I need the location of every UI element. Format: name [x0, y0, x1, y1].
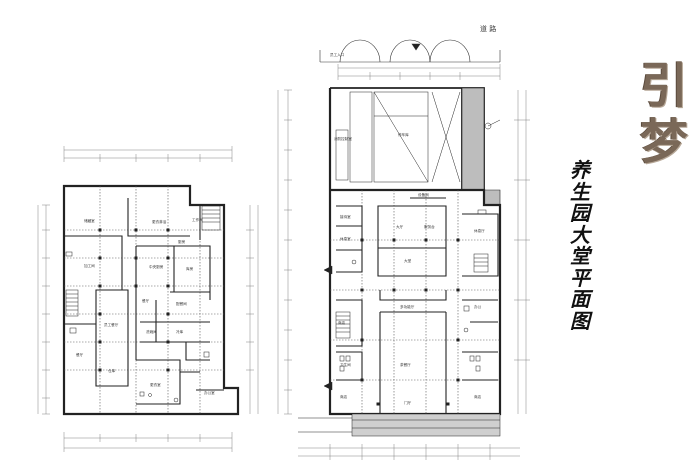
room-label: 冷库	[176, 329, 184, 334]
room-label: 休息厅	[474, 228, 485, 233]
title-char: 引	[639, 58, 688, 114]
left-top-dimensions	[63, 146, 233, 162]
left-stair-2	[201, 205, 221, 231]
drawing-title: 养 生 园 大 堂 平 面 图	[560, 158, 600, 340]
subtitle-char: 养	[570, 158, 590, 182]
right-room-labels: 员工入口 消防控制室 停车库 设备间 接待室 休息室 大厅 服务台 休息厅 大堂…	[330, 52, 485, 405]
garage-block-wall	[330, 87, 485, 191]
left-structural-columns	[98, 228, 170, 372]
road-label: 道 路	[480, 25, 497, 33]
parking-bays	[335, 91, 461, 183]
room-label: 接待室	[340, 214, 351, 219]
right-bottom-dimensions	[298, 444, 520, 460]
room-label: 办公室	[204, 390, 215, 395]
right-interior-walls	[336, 197, 499, 414]
garage-ramp	[483, 189, 501, 206]
room-label: 员工餐厅	[104, 322, 119, 327]
room-label: 休息室	[340, 236, 351, 241]
subtitle-char: 生	[570, 179, 590, 204]
entrance-terrace	[298, 413, 501, 437]
room-label: 员工入口	[330, 52, 345, 57]
room-label: 更衣室	[150, 382, 161, 387]
room-label: 卫生间	[340, 362, 351, 367]
subtitle-char: 平	[570, 265, 590, 290]
right-stair-left	[335, 311, 351, 339]
room-label: 库房	[186, 266, 194, 271]
subtitle-char: 园	[570, 201, 590, 225]
subtitle-char: 大	[570, 222, 590, 247]
room-label: 餐厅	[76, 352, 84, 357]
left-bottom-dimensions	[63, 432, 233, 452]
room-label: 工作间	[192, 217, 203, 222]
room-label: 茶餐厅	[400, 362, 411, 367]
project-logo-title: 引 梦	[636, 58, 692, 188]
room-label: 商店	[340, 394, 348, 399]
entry-markers	[323, 119, 501, 391]
left-outer-wall	[62, 184, 240, 416]
right-top-dimensions	[337, 64, 501, 80]
room-label: 仓库	[108, 368, 116, 373]
room-label: 洗碗间	[146, 329, 157, 334]
room-label: 大堂	[404, 258, 412, 263]
left-interior-walls	[64, 198, 224, 405]
room-label: 加工间	[84, 263, 95, 268]
left-floor-plan	[37, 146, 259, 452]
entrance-arches	[319, 39, 501, 63]
room-label: 商店	[474, 394, 482, 399]
room-label: 服务台	[424, 224, 435, 229]
room-label: 设备间	[418, 192, 429, 197]
left-fixtures	[65, 251, 210, 403]
room-label: 大厅	[396, 224, 404, 229]
left-side-dimensions	[37, 204, 50, 415]
subtitle-char: 面	[570, 287, 590, 311]
room-label: 配餐间	[176, 301, 187, 306]
title-char: 梦	[639, 114, 688, 170]
room-label: 商店	[338, 320, 346, 325]
left-column-grid	[64, 186, 224, 414]
right-left-dimensions	[277, 89, 292, 415]
room-label: 储藏室	[84, 218, 95, 223]
room-label: 停车库	[398, 132, 409, 137]
right-stair-right	[473, 253, 489, 273]
left-room-labels: 储藏室 更衣淋浴 工作间 厨房 加工间 中央厨房 库房 餐厅 配餐间 员工餐厅 …	[76, 217, 215, 395]
right-floor-plan	[277, 39, 530, 460]
room-label: 多功能厅	[400, 304, 415, 309]
room-label: 消防控制室	[334, 136, 352, 141]
room-label: 办公	[474, 304, 482, 309]
subtitle-char: 堂	[570, 244, 590, 268]
left-rightside-dimensions	[246, 205, 259, 414]
room-label: 厨房	[178, 239, 186, 244]
right-structural-columns	[360, 238, 460, 406]
restroom-fixtures	[339, 209, 487, 372]
room-label: 门厅	[404, 400, 412, 405]
garage-hatch	[461, 87, 485, 191]
right-right-dimensions	[514, 90, 530, 414]
room-label: 中央厨房	[149, 264, 164, 269]
room-label: 餐厅	[142, 298, 150, 303]
room-label: 更衣淋浴	[152, 219, 167, 224]
left-stair	[65, 289, 79, 317]
subtitle-char: 图	[570, 308, 590, 333]
